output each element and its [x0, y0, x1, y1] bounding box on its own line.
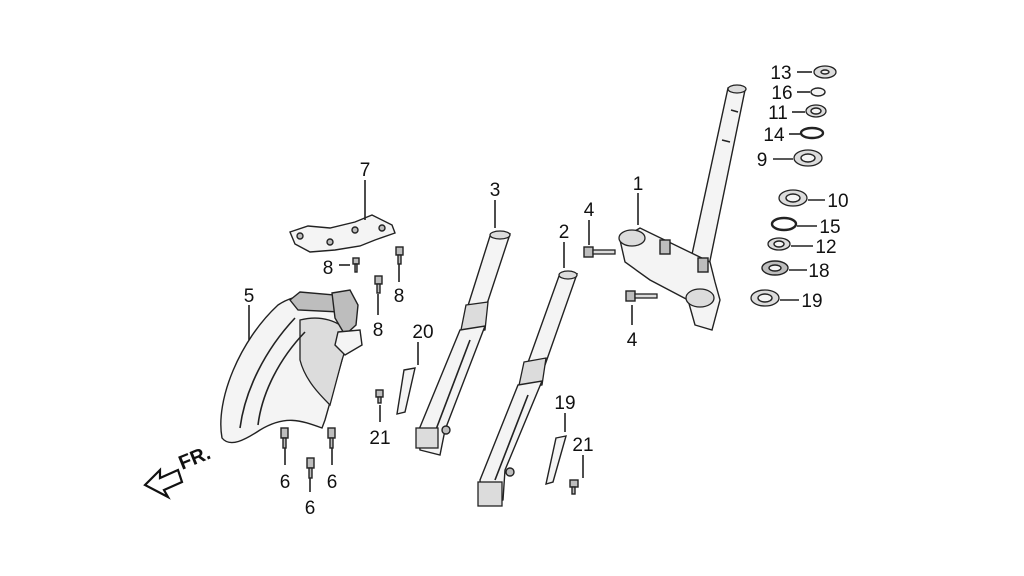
fork-leg-right	[477, 270, 579, 507]
callout-11: 11	[768, 103, 788, 124]
callout-5: 5	[244, 286, 255, 307]
callout-21-right: 21	[572, 435, 593, 456]
callout-15: 15	[819, 217, 840, 238]
front-fender	[220, 289, 363, 444]
fender-bracket	[289, 214, 396, 253]
bolts-8	[352, 246, 404, 294]
front-direction-arrow: FR.	[143, 442, 214, 500]
callout-10: 10	[827, 191, 848, 212]
leader-lines	[248, 71, 825, 492]
callout-19-right: 19	[801, 291, 822, 312]
callout-8-right: 8	[394, 286, 405, 307]
callout-8-left: 8	[323, 258, 334, 279]
steering-stem	[618, 84, 747, 331]
callout-14: 14	[763, 125, 785, 146]
callout-20: 20	[412, 322, 433, 343]
callout-8-middle: 8	[373, 320, 384, 341]
callout-9: 9	[757, 150, 768, 171]
front-label: FR.	[176, 442, 214, 474]
bearings	[750, 65, 837, 307]
fork-leg-left	[415, 230, 512, 456]
callout-12: 12	[815, 237, 836, 258]
callout-19: 19	[554, 393, 575, 414]
callout-6-bottom: 6	[305, 498, 316, 519]
callout-6-right: 6	[327, 472, 338, 493]
callout-4-bottom: 4	[627, 330, 638, 351]
callout-13: 13	[770, 63, 791, 84]
callout-16: 16	[771, 83, 792, 104]
callout-3: 3	[490, 180, 501, 201]
callout-21-left: 21	[369, 428, 390, 449]
clips	[375, 367, 579, 495]
bolts-6	[280, 427, 336, 479]
callout-6-left: 6	[280, 472, 291, 493]
callout-4-top: 4	[584, 200, 595, 221]
bolts-4	[583, 246, 658, 302]
callout-7: 7	[360, 160, 371, 181]
callout-1: 1	[633, 174, 644, 195]
callout-labels: 1 2 3 4 4 5 6 6 6 7 8 8 8 9 10 11 12 13 …	[244, 63, 849, 519]
callout-18: 18	[808, 261, 829, 282]
callout-2: 2	[559, 222, 570, 243]
